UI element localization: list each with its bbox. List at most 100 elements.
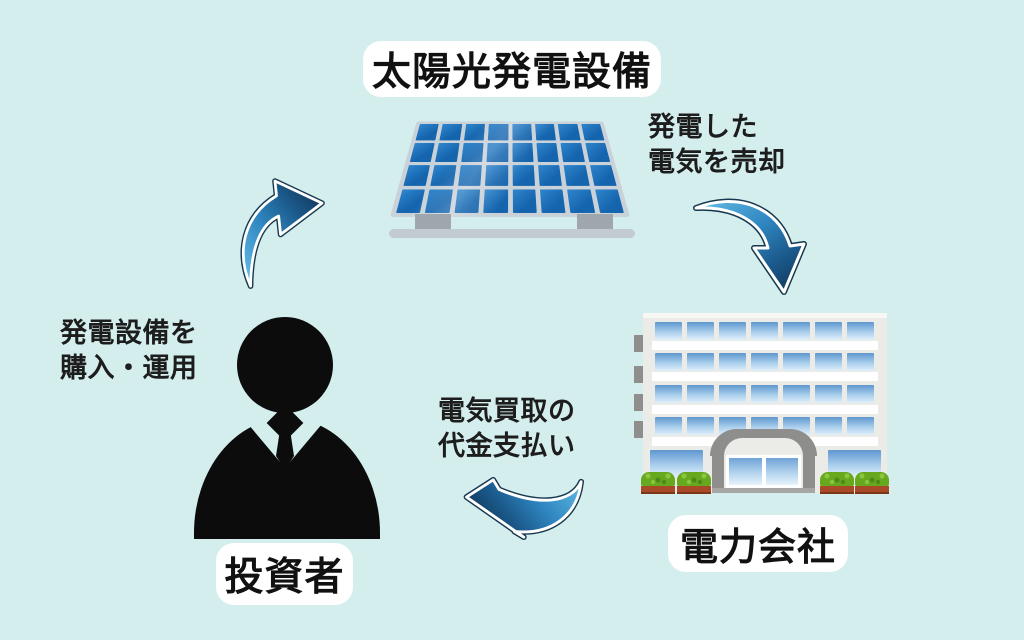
floor-band	[652, 372, 878, 381]
window	[655, 417, 682, 435]
solar-cell	[430, 164, 457, 186]
window-row	[655, 385, 874, 403]
solar-cell	[585, 143, 611, 162]
solar-cell	[580, 124, 605, 141]
floor-band	[652, 405, 878, 414]
bush-planter-icon	[820, 472, 854, 494]
flow-label-payment: 電気買取の 代金支払い	[438, 394, 576, 463]
entrance-arch-inner	[724, 438, 803, 456]
bush-leaves	[855, 472, 889, 486]
flow-label-sell: 発電した 電気を売却	[648, 110, 786, 179]
window	[815, 385, 842, 403]
solar-cell	[563, 164, 590, 186]
solar-cell	[396, 189, 426, 213]
window	[783, 322, 810, 340]
solar-cell	[461, 143, 484, 162]
curved-arrow-up-right-icon	[240, 178, 325, 289]
power-company-label-box: 電力会社	[668, 515, 848, 572]
planter	[641, 486, 675, 494]
window	[655, 385, 682, 403]
power-company-label: 電力会社	[679, 527, 836, 569]
solar-cell	[425, 189, 453, 213]
flow-label-sell-line2: 電気を売却	[648, 146, 786, 177]
window	[687, 322, 714, 340]
window	[847, 417, 874, 435]
building-side-tab	[634, 335, 643, 352]
solar-cell	[463, 124, 486, 141]
businessman-head	[237, 317, 333, 413]
window	[783, 385, 810, 403]
solar-panel-base	[389, 229, 635, 238]
window	[719, 353, 746, 371]
solar-cell	[439, 124, 463, 141]
solar-cell	[483, 189, 508, 213]
flow-label-purchase-line1: 発電設備を	[60, 318, 198, 348]
window	[655, 353, 682, 371]
flow-label-sell-line1: 発電した	[648, 112, 758, 142]
curved-arrow-down-icon	[693, 198, 807, 295]
window	[847, 322, 874, 340]
solar-cell	[560, 143, 585, 162]
planter	[855, 486, 889, 494]
flow-label-payment-line2: 代金支払い	[438, 430, 576, 461]
curved-arrow-left-icon	[463, 476, 585, 541]
planter	[820, 486, 854, 494]
solar-cell	[512, 164, 535, 186]
solar-cell	[589, 164, 617, 186]
planter	[677, 486, 711, 494]
door-column	[803, 452, 815, 493]
solar-cell	[409, 143, 435, 162]
flow-label-payment-line1: 電気買取の	[438, 396, 576, 426]
window	[815, 353, 842, 371]
window	[815, 417, 842, 435]
window	[751, 385, 778, 403]
building-side-tab	[634, 366, 643, 383]
entrance-door	[726, 455, 801, 488]
window	[687, 353, 714, 371]
title-box: 太陽光発電設備	[363, 41, 661, 97]
solar-cell	[511, 124, 533, 141]
flow-label-purchase-line2: 購入・運用	[60, 352, 198, 383]
bush-planter-icon	[641, 472, 675, 494]
investor-label-box: 投資者	[216, 543, 353, 605]
floor-band	[652, 341, 878, 350]
solar-cell	[454, 189, 481, 213]
solar-cell	[512, 189, 537, 213]
bush-leaves	[641, 472, 675, 486]
window	[847, 385, 874, 403]
building-side-tab	[634, 421, 643, 438]
solar-cell	[539, 189, 566, 213]
building-side-tab	[634, 394, 643, 411]
window-row	[655, 353, 874, 371]
solar-cell	[536, 143, 559, 162]
bush-leaves	[820, 472, 854, 486]
window	[751, 322, 778, 340]
investor-label: 投資者	[224, 556, 345, 599]
window	[719, 322, 746, 340]
solar-cell	[457, 164, 483, 186]
window-row	[655, 322, 874, 340]
flow-label-purchase: 発電設備を 購入・運用	[60, 316, 198, 385]
window	[751, 353, 778, 371]
door-pane	[729, 458, 762, 485]
window	[687, 417, 714, 435]
solar-cell	[486, 143, 508, 162]
solar-panel-leg	[577, 214, 613, 231]
solar-cell-grid	[390, 121, 630, 217]
solar-cell	[537, 164, 563, 186]
solar-cell	[594, 189, 624, 213]
door-pane	[765, 458, 798, 485]
window	[719, 385, 746, 403]
window	[783, 353, 810, 371]
bush-planter-icon	[855, 472, 889, 494]
solar-cell	[557, 124, 581, 141]
solar-panel-leg	[415, 214, 451, 231]
window	[687, 385, 714, 403]
window	[815, 322, 842, 340]
solar-cell	[487, 124, 509, 141]
solar-cell	[534, 124, 557, 141]
window	[847, 353, 874, 371]
window	[655, 322, 682, 340]
solar-cell	[403, 164, 431, 186]
